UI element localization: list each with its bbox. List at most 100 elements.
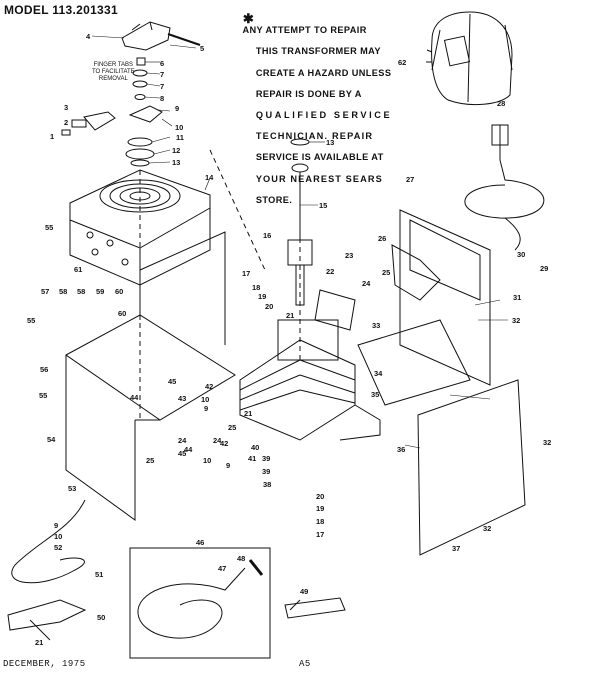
- electrode-holder-icon: [121, 21, 201, 51]
- part-label-p50: 50: [97, 613, 105, 622]
- part-label-p53: 53: [68, 484, 76, 493]
- part-label-p35: 35: [371, 390, 379, 399]
- part-label-p59: 59: [96, 287, 104, 296]
- part-label-p37: 37: [452, 544, 460, 553]
- part-label-p32b: 32: [543, 438, 551, 447]
- part-label-p61: 61: [74, 265, 82, 274]
- part-label-p13a: 13: [172, 158, 180, 167]
- warning-line-3: CREATE A HAZARD UNLESS: [255, 67, 392, 78]
- part-label-p2: 2: [64, 118, 68, 127]
- front-panel-icon: [65, 231, 236, 521]
- part-label-p3: 3: [64, 103, 68, 112]
- part-label-p45a: 45: [168, 377, 176, 386]
- warning-notice: ✱ ANY ATTEMPT TO REPAIR THIS TRANSFORMER…: [231, 3, 392, 216]
- part-label-p20b: 20: [316, 492, 324, 501]
- part-label-p10d: 10: [54, 532, 62, 541]
- part-label-p18b: 18: [316, 517, 324, 526]
- part-label-p21c: 21: [35, 638, 43, 647]
- part-label-p10b: 10: [201, 395, 209, 404]
- part-label-p56: 56: [40, 365, 48, 374]
- part-label-p10a: 10: [175, 123, 183, 132]
- part-label-p17b: 17: [316, 530, 324, 539]
- part-label-p60a: 60: [115, 287, 123, 296]
- part-label-p42b: 42: [220, 439, 228, 448]
- part-label-p23: 23: [345, 251, 353, 260]
- base-plate-icon: [357, 319, 471, 406]
- part-label-p25c: 25: [382, 268, 390, 277]
- part-label-p24c: 24: [362, 279, 371, 288]
- part-label-p39a: 39: [262, 454, 270, 463]
- ground-cable-icon: [11, 499, 86, 584]
- part-label-p42a: 42: [205, 382, 213, 391]
- part-label-p24b: 24: [213, 436, 222, 445]
- part-label-p43: 43: [178, 394, 186, 403]
- footer-page-number: A5: [299, 659, 311, 669]
- ground-clamp-icon: [7, 599, 87, 641]
- transformer-core-icon: [239, 319, 381, 441]
- warning-line-8: YOUR NEAREST SEARS: [255, 173, 383, 184]
- electrode-cable-box: [129, 547, 271, 659]
- electrode-holder-49-icon: [284, 597, 346, 619]
- part-label-p5: 5: [200, 44, 204, 53]
- part-label-p25a: 25: [146, 456, 154, 465]
- part-label-p26: 26: [378, 234, 386, 243]
- warning-line-9: STORE.: [255, 194, 293, 205]
- part-label-p18a: 18: [252, 283, 260, 292]
- part-label-p32a: 32: [512, 316, 520, 325]
- warning-line-6: TECHNICIAN. REPAIR: [255, 131, 374, 142]
- warning-star-icon: ✱: [242, 10, 255, 26]
- model-number: MODEL 113.201331: [4, 3, 118, 17]
- part-label-p25b: 25: [228, 423, 236, 432]
- part-label-p7a: 7: [160, 70, 164, 79]
- part-label-p16: 16: [263, 231, 271, 240]
- part-label-p41: 41: [248, 454, 256, 463]
- warning-line-5: QUALIFIED SERVICE: [255, 109, 393, 120]
- part-label-p4: 4: [86, 32, 91, 41]
- part-label-p19b: 19: [316, 504, 324, 513]
- part-label-p15: 15: [319, 201, 327, 210]
- part-label-p48: 48: [237, 554, 245, 563]
- part-label-p20a: 20: [265, 302, 273, 311]
- part-label-p24a: 24: [178, 436, 187, 445]
- part-label-p31: 31: [513, 293, 521, 302]
- part-label-p55c: 55: [39, 391, 47, 400]
- part-label-p49: 49: [300, 587, 308, 596]
- part-label-p11: 11: [176, 133, 184, 142]
- part-label-p32c: 32: [483, 524, 491, 533]
- warning-line-2: THIS TRANSFORMER MAY: [255, 46, 381, 57]
- assembly-guide-lines: [139, 149, 301, 420]
- part-label-p58b: 58: [77, 287, 85, 296]
- footer-date: DECEMBER, 1975: [3, 659, 86, 669]
- hardware-stack: [61, 57, 163, 167]
- part-label-p19a: 19: [258, 292, 266, 301]
- part-label-p10c: 10: [203, 456, 211, 465]
- part-label-p45b: 45: [178, 449, 186, 458]
- warning-line-1: ANY ATTEMPT TO REPAIR: [242, 25, 367, 36]
- part-label-p47: 47: [218, 564, 226, 573]
- part-label-p9c: 9: [226, 461, 230, 470]
- part-label-p28: 28: [497, 99, 505, 108]
- warning-line-7: SERVICE IS AVAILABLE AT: [255, 152, 384, 163]
- part-label-p34: 34: [374, 369, 383, 378]
- part-label-p54: 54: [47, 435, 56, 444]
- part-label-p7b: 7: [160, 82, 164, 91]
- part-label-p29: 29: [540, 264, 548, 273]
- part-label-p51: 51: [95, 570, 103, 579]
- part-label-p12: 12: [172, 146, 180, 155]
- fan-shroud-icon: [314, 209, 491, 386]
- part-label-p46: 46: [196, 538, 204, 547]
- part-label-p9a: 9: [175, 104, 179, 113]
- power-cord-icon: [464, 124, 545, 251]
- part-label-p21b: 21: [286, 311, 294, 320]
- part-label-p36: 36: [397, 445, 405, 454]
- part-label-p33: 33: [372, 321, 380, 330]
- part-label-p17a: 17: [242, 269, 250, 278]
- part-label-p6: 6: [160, 59, 164, 68]
- part-label-p57: 57: [41, 287, 49, 296]
- part-label-p30: 30: [517, 250, 525, 259]
- part-label-p9d: 9: [54, 521, 58, 530]
- welding-helmet-icon: [426, 11, 513, 105]
